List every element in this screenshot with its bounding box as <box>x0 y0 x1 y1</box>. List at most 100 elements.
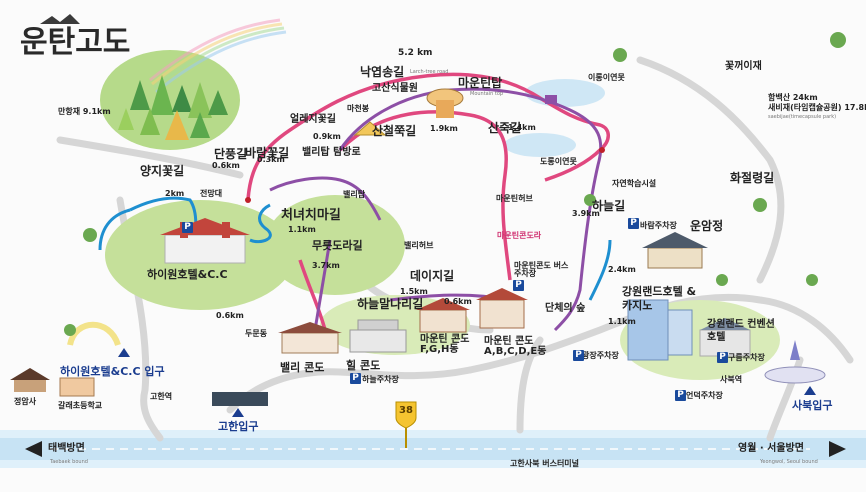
label-mountainhub: 마운틴허브 <box>496 194 533 203</box>
label-mountaintop-en: Mountain top <box>470 91 504 97</box>
arrow-up-icon-high1 <box>118 348 130 357</box>
building-mountain-condo <box>416 288 528 333</box>
label-hill-condo: 힐 콘도 <box>346 359 381 372</box>
label-haneul-parking: 하늘주차장 <box>362 375 399 384</box>
label-alpine: 고산식물원 <box>372 83 418 94</box>
label-daisy: 데이지길 <box>410 269 455 283</box>
label-cinquefoil: 양지꽃길 <box>140 164 185 178</box>
label-dogtooth: 얼레지꽃길 <box>290 114 336 125</box>
label-maple: 단풍길 <box>214 147 248 161</box>
label-jeongamsa: 정암사 <box>14 397 37 406</box>
label-gwangjang-parking: 광장주차장 <box>582 351 619 360</box>
pond-dorongi <box>504 133 576 157</box>
building-sabuk <box>764 340 826 384</box>
label-mtcondo-fgh: 마운틴 콘도 F,G,H동 <box>420 334 470 355</box>
rainbow <box>149 18 287 94</box>
arrow-up-icon-sabuk <box>804 386 816 395</box>
label-macheonbong: 마천봉 <box>347 104 370 113</box>
label-sabuk-station: 사북역 <box>720 375 743 384</box>
label-gohan-station: 고한역 <box>150 392 173 401</box>
label-valleytop: 밸리탑 <box>343 190 366 199</box>
building-unamjeong <box>642 232 708 269</box>
building-hill-condo <box>349 319 407 353</box>
label-larch-en: Larch-tree road <box>410 69 449 75</box>
label-valley-condo: 밸리 콘도 <box>280 361 325 374</box>
label-viewpoint: 전망대 <box>200 189 223 198</box>
distance-a9: 1.4km <box>508 123 536 132</box>
label-gohan-entrance[interactable]: 고한입구 <box>218 420 259 433</box>
route-purple <box>338 87 603 332</box>
distance-a2: 0.6km <box>212 161 240 170</box>
label-group-forest: 단체의 숲 <box>545 303 586 314</box>
lane-left: 태백방면 <box>48 443 85 454</box>
building-school <box>59 377 95 397</box>
building-mountain-top <box>426 88 464 118</box>
label-murut: 무릇도라길 <box>312 239 363 252</box>
arrow-left-icon <box>25 441 42 457</box>
arrow-up-icon-gohan <box>232 408 244 417</box>
label-lily: 하늘말나리길 <box>357 297 424 311</box>
label-kangwonland-hotel: 강원랜드호텔 &카지노 <box>622 285 697 313</box>
gate-gohan <box>212 392 268 406</box>
label-school: 갈래초등학교 <box>58 401 103 410</box>
label-windflower: 바람꽃길 <box>245 146 290 160</box>
label-kkotkkeoi: 꽃꺼이재 <box>725 61 762 72</box>
label-convention: 강원랜드 컨벤션호텔 <box>707 319 775 343</box>
building-jeongamsa <box>10 368 50 392</box>
label-high1-hotel: 하이원호텔&C.C <box>147 268 228 281</box>
logo-text: 운탄고도 <box>20 25 131 60</box>
building-alpine-garden <box>353 121 387 136</box>
label-gureum-parking: 구름주차장 <box>728 353 765 362</box>
distance-a13: 1.1km <box>608 317 636 326</box>
lane-right: 영월 · 서울방면 <box>738 443 804 454</box>
route-38-shield <box>395 401 417 448</box>
distance-a3: 1.1km <box>288 225 316 234</box>
info-line2: 새비재(타임캡슐공원) 17.8km <box>768 103 866 112</box>
label-nature-study: 자연학습시설 <box>612 179 657 188</box>
parking-icon: P <box>573 350 584 361</box>
label-hwajeol: 화절령길 <box>730 171 775 185</box>
label-gondola: 마운틴콘도라 <box>497 231 542 240</box>
parking-icon: P <box>717 352 728 363</box>
label-sabuk-entrance[interactable]: 사북입구 <box>792 399 833 412</box>
label-heloniopsis: 처녀치마길 <box>281 208 341 223</box>
distance-a11: 3.9km <box>572 209 600 218</box>
distance-a8: 0.9km <box>313 132 341 141</box>
pond-irongi <box>525 79 605 107</box>
arrow-right-icon <box>829 441 846 457</box>
distance-a4: 3.7km <box>312 261 340 270</box>
lane-right-en: Yeongwol, Seoul bound <box>760 459 818 465</box>
label-high1-entrance[interactable]: 하이원호텔&C.C 입구 <box>60 365 165 378</box>
label-bamboo: 산죽길 <box>488 121 522 135</box>
label-irongi: 이롱이연못 <box>588 73 625 82</box>
distance-a1: 0.3km <box>257 155 285 164</box>
info-line1: 함백산 24km <box>768 93 818 102</box>
parking-icon: P <box>513 280 524 291</box>
parking-icon: P <box>675 390 686 401</box>
label-azalea: 산철쭉길 <box>372 124 417 138</box>
distance-a14: 0.6km <box>444 297 472 306</box>
trees-right <box>64 32 846 336</box>
label-baram-parking: 바람주차장 <box>640 221 677 230</box>
forest <box>118 75 228 140</box>
distance-a6: 1.5km <box>400 287 428 296</box>
distance-a10: 1.9km <box>430 124 458 133</box>
gate-high1 <box>67 321 121 347</box>
logo-mountain <box>40 14 80 24</box>
gondola-icon <box>545 95 557 104</box>
parking-icon: P <box>182 222 193 233</box>
parking-icon: P <box>628 218 639 229</box>
label-mtcondo-abcde: 마운틴 콘도 A,B,C,D,E동 <box>484 336 547 357</box>
distance-a5: 2km <box>165 189 185 198</box>
label-bus-terminal: 고한사북 버스터미널 <box>510 459 580 468</box>
label-valleyhub: 밸리허브 <box>404 241 434 250</box>
distance-a7: 0.6km <box>216 311 244 320</box>
parking-icon: P <box>350 373 361 384</box>
label-unamjeong: 운암정 <box>690 219 724 233</box>
lane-left-en: Taebaek bound <box>50 459 88 465</box>
route-marker <box>245 197 251 203</box>
label-dumun: 두문동 <box>245 329 268 338</box>
building-valley-condo <box>278 322 342 354</box>
